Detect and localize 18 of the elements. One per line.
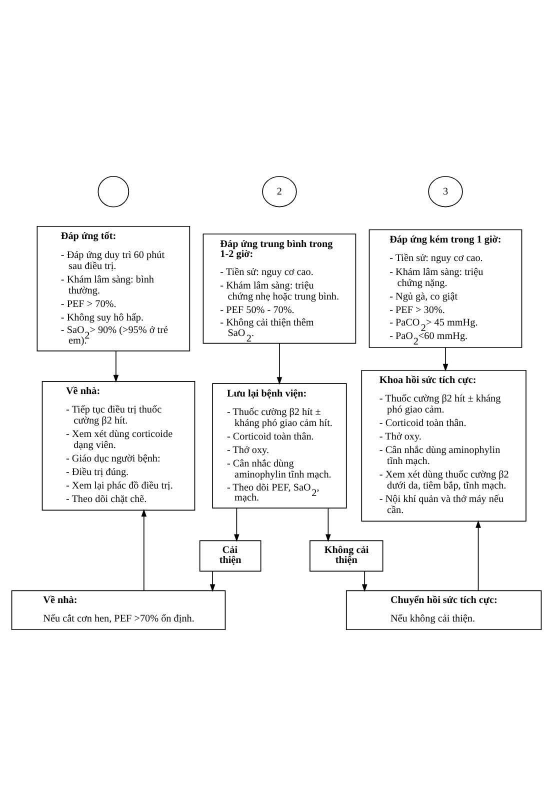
node-ellipse: 3: [428, 176, 463, 207]
node-box: Khoa hồi sức tích cực: - Thuốc cường β2 hít ± kháng phó giao cảm. - Corticoid toàn thân. - Thở oxy. - Cân nhắc dùng aminophylin tĩnh mạch. - Xem xét dùng thuốc cường β2 dưới da, tiêm bắp, tĩnh mạch. - Nội khí quản và thở máy nếu cần.: [361, 369, 526, 522]
arrow: [210, 570, 216, 592]
node-box: Về nhà: - Tiếp tục điều trị thuốc cường β2 hít. - Xem xét dùng corticoide dạng viên. - Giáo dục người bệnh: - Điều trị đúng. - Xem lại phác đồ điều trị. - Theo dõi chặt chẽ.: [42, 380, 196, 510]
node-box: Về nhà: Nếu cắt cơn hen, PEF >70% ổn định.: [11, 590, 226, 630]
arrow: [113, 350, 119, 382]
arrow: [234, 507, 240, 542]
arrow: [476, 520, 481, 591]
node-ellipse: 2: [262, 176, 297, 207]
node-box: Cải thiện: [199, 540, 262, 572]
arrow: [362, 570, 368, 592]
arrow: [276, 342, 282, 384]
node-box: Chuyển hồi sức tích cực: Nếu không cải thiện.: [346, 590, 542, 630]
arrow: [141, 508, 147, 591]
arrow: [326, 507, 331, 542]
arrow: [442, 346, 448, 372]
node-circle: [98, 175, 130, 207]
node-box: Không cải thiện: [310, 540, 384, 572]
